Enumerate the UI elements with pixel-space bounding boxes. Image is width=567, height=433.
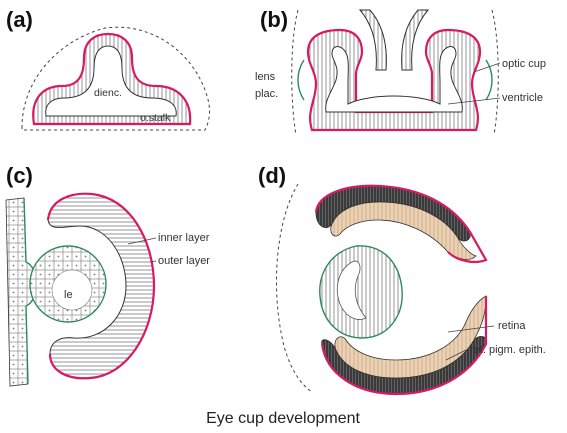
panel-a-label: (a) <box>6 7 33 32</box>
panel-d-label: (d) <box>258 163 286 188</box>
dienc-label: dienc. <box>94 87 122 99</box>
panel-a: (a) dienc. o.stalk <box>6 7 210 130</box>
figure-caption: Eye cup development <box>206 410 360 427</box>
panel-b-ectoderm-left <box>292 10 298 135</box>
panel-d: (d) retina ret. pigm. epith. <box>258 163 546 394</box>
panel-b-brain-body <box>308 30 480 130</box>
outer-layer-label: outer layer <box>158 255 210 267</box>
panel-c-label: (c) <box>6 163 33 188</box>
optic-cup-label: optic cup <box>502 58 546 70</box>
panel-c: (c) le inner layer outer layer <box>6 163 210 386</box>
panel-b-label: (b) <box>260 7 288 32</box>
lens-label-1: lens <box>255 71 276 83</box>
lens-label-2: plac. <box>255 88 278 100</box>
ostalk-label: o.stalk <box>140 112 171 124</box>
panel-d-lens <box>320 246 402 338</box>
panel-b-ventricle <box>326 47 463 112</box>
panel-d-ectoderm <box>276 184 312 392</box>
panel-b-ectoderm-right <box>492 10 498 135</box>
inner-layer-label: inner layer <box>158 232 210 244</box>
retina-label: retina <box>498 320 526 332</box>
ventricle-label: ventricle <box>502 92 543 104</box>
rpe-label: ret. pigm. epith. <box>470 344 546 356</box>
panel-b-stalk-right <box>402 10 428 70</box>
panel-b-stalk-left <box>360 10 386 70</box>
le-label: le <box>64 289 73 301</box>
panel-a-lumen <box>46 46 177 116</box>
panel-b: (b) lens plac. optic cup ventricle <box>255 7 546 135</box>
panel-b-lens-placode-left <box>298 60 304 100</box>
